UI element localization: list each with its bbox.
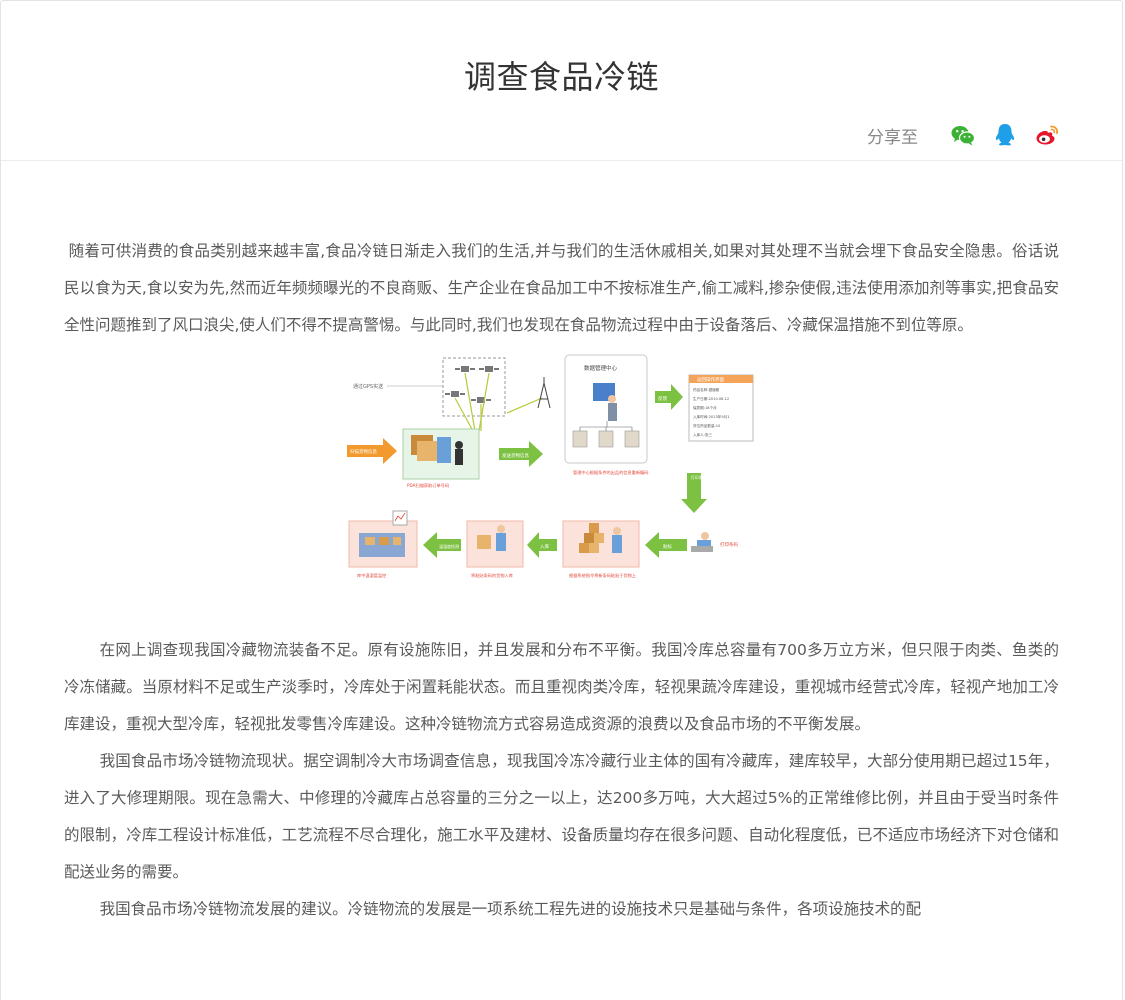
svg-text:入库人:张三: 入库人:张三 [693,432,713,437]
scan-info-arrow: 扫描货物信息 [346,438,397,464]
paragraph-status: 我国食品市场冷链物流现状。据空调制冷大市场调查信息，现我国冷冻冷藏行业主体的国有… [64,752,1059,881]
svg-text:反馈: 反馈 [658,395,667,402]
gps-satellites: 通过GPS实送 [353,357,542,432]
weibo-icon[interactable] [1034,122,1060,148]
svg-text:温湿度检测: 温湿度检测 [439,543,459,549]
wechat-icon[interactable] [950,122,976,148]
svg-text:扫描货物信息: 扫描货物信息 [350,448,377,455]
page-title: 调查食品冷链 [463,58,659,96]
svg-text:入库时间:2013年9月1: 入库时间:2013年9月1 [693,414,730,419]
svg-text:返回操作界面: 返回操作界面 [697,376,724,383]
feedback-arrow: 反馈 [654,384,683,410]
svg-text:保质期:18个月: 保质期:18个月 [693,405,717,410]
gps-label: 通过GPS实送 [353,383,383,390]
svg-text:库中温湿度监控: 库中温湿度监控 [357,572,387,579]
svg-text:入库: 入库 [540,543,549,550]
article-header: 调查食品冷链 分享至 [1,1,1122,161]
share-bar: 分享至 [867,121,1060,149]
inbound-panel: 将粘贴条码的货物入库 [466,520,523,579]
qq-icon[interactable] [992,122,1018,148]
info-card: 返回操作界面 药品名称:银翘散 生产日期:2010.08.12 保质期:18个月… [688,374,753,442]
svg-text:药品名称:银翘散: 药品名称:银翘散 [693,387,720,392]
paragraph-suggestion: 我国食品市场冷链物流发展的建议。冷链物流的发展是一项系统工程先进的设施技术只是基… [99,900,922,918]
svg-text:发送货物信息: 发送货物信息 [502,452,529,459]
label-arrow: 贴标 [644,532,687,558]
svg-text:管理中心根据条件的出品的信息重新编码: 管理中心根据条件的出品的信息重新编码 [573,469,648,476]
svg-text:生产日期:2010.08.12: 生产日期:2010.08.12 [693,396,729,401]
pda-panel: PDA扫描获取订单号码 [402,428,479,489]
share-label: 分享至 [867,127,918,148]
antenna-tower [537,377,550,409]
svg-text:根据系统指令将新条码粘贴于货物上: 根据系统指令将新条码粘贴于货物上 [569,572,636,579]
paragraph-intro: 随着可供消费的食品类别越来越丰富,食品冷链日渐走入我们的生活,并与我们的生活休戚… [64,242,1059,334]
svg-text:PDA扫描获取订单号码: PDA扫描获取订单号码 [407,482,449,489]
data-center-panel: 数据管理中心 管理中心根据条件的出品的信息重新编码 [564,354,648,476]
cold-chain-diagram: 通过GPS实送 扫描货物信息 [346,353,767,608]
print-down-arrow: 打印条码 [680,473,707,513]
print-code-figure: 打印条码 [690,532,738,552]
svg-text:数据管理中心: 数据管理中心 [584,364,618,372]
paragraph-equipment: 在网上调查现我国冷藏物流装备不足。原有设施陈旧，并且发展和分布不平衡。我国冷库总… [64,641,1059,733]
svg-text:打印条码: 打印条码 [720,541,738,548]
send-info-arrow: 发送货物信息 [498,441,543,467]
monitor-arrow: 温湿度检测 [422,532,461,558]
label-panel: 根据系统指令将新条码粘贴于货物上 [562,520,639,579]
article-body: 随着可供消费的食品类别越来越丰富,食品冷链日渐走入我们的生活,并与我们的生活休戚… [64,233,1059,928]
svg-text:打印条码: 打印条码 [691,475,706,480]
inbound-arrow: 入库 [526,532,557,558]
warehouse-panel: 库中温湿度监控 [348,510,417,579]
svg-text:货位药品数量:10: 货位药品数量:10 [693,423,721,428]
svg-text:将粘贴条码的货物入库: 将粘贴条码的货物入库 [471,572,513,579]
svg-text:贴标: 贴标 [663,543,672,550]
